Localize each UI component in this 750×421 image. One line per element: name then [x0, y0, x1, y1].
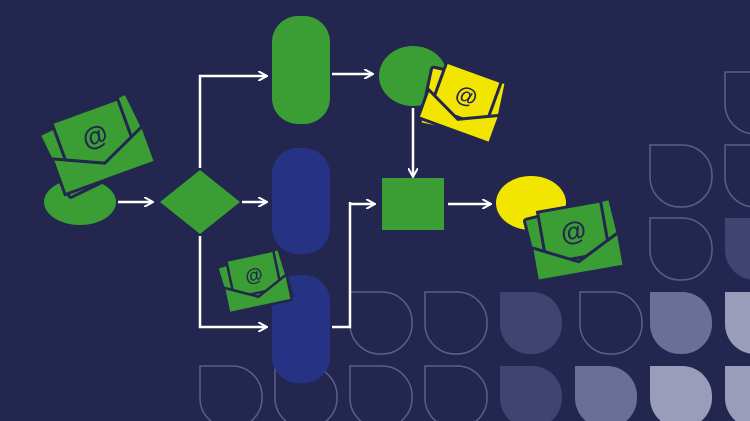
- envelope-branch-icon: @: [216, 248, 294, 317]
- pill-top: [272, 16, 330, 124]
- teardrop-tile: [349, 365, 413, 421]
- decision-diamond: [160, 170, 240, 234]
- teardrop-tile: [650, 292, 712, 354]
- arrow-bottom-merge: [332, 202, 352, 329]
- envelope-yellow-icon: @: [416, 60, 508, 146]
- teardrop-tile: [424, 365, 488, 421]
- teardrop-tile: [725, 292, 750, 354]
- process-square: [382, 178, 444, 230]
- connector-arrows: [118, 74, 490, 327]
- teardrop-tile: [424, 291, 488, 355]
- teardrop-tile: [649, 144, 713, 208]
- teardrop-tile: [724, 144, 750, 208]
- teardrop-tile: [725, 218, 750, 280]
- start-oval: [44, 179, 116, 225]
- arrow-decision-to-top: [198, 76, 266, 168]
- teardrop-tile: [725, 366, 750, 421]
- teardrop-tile: [575, 366, 637, 421]
- teardrop-tile-pattern: [199, 71, 750, 421]
- teardrop-tile: [500, 366, 562, 421]
- at-symbol-icon: @: [243, 264, 264, 287]
- teardrop-tile: [579, 291, 643, 355]
- teardrop-tile: [500, 292, 562, 354]
- pill-middle: [272, 148, 330, 254]
- teardrop-tile: [349, 291, 413, 355]
- envelope-end-icon: @: [523, 197, 627, 285]
- teardrop-tile: [199, 365, 263, 421]
- teardrop-tile: [649, 217, 713, 281]
- teardrop-tile: [724, 71, 750, 135]
- teardrop-tile: [650, 366, 712, 421]
- at-symbol-icon: @: [558, 214, 588, 248]
- teardrop-tile: [274, 365, 338, 421]
- arrow-decision-to-bottom: [198, 236, 266, 327]
- envelope-start-icon: @: [38, 92, 158, 199]
